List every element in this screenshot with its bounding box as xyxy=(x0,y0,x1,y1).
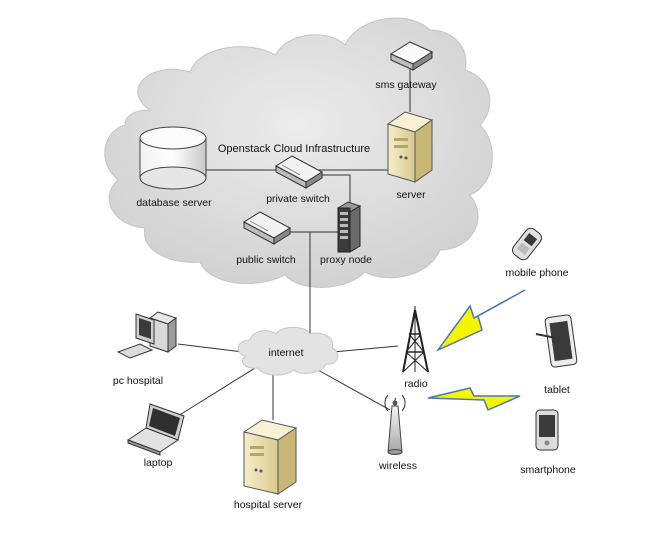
internet-cloud-icon xyxy=(237,326,339,376)
radio-label: radio xyxy=(404,378,428,390)
hospital-server-label: hospital server xyxy=(234,499,303,511)
private-switch-icon xyxy=(275,155,323,189)
internet-label: internet xyxy=(268,347,303,359)
proxy-node-icon xyxy=(336,201,362,253)
public-switch-label: public switch xyxy=(236,254,296,266)
pc-hospital-label: pc hospital xyxy=(113,375,163,387)
laptop-label: laptop xyxy=(144,457,173,469)
tablet-label: tablet xyxy=(544,384,570,396)
sms-gateway-icon xyxy=(389,41,434,71)
laptop-icon xyxy=(126,403,185,456)
wireless-antenna-icon xyxy=(384,394,406,455)
lightning-bolt-icon xyxy=(435,289,526,352)
pc-hospital-icon xyxy=(116,311,178,359)
openstack-cloud xyxy=(104,17,493,288)
private-switch-label: private switch xyxy=(266,193,330,205)
radio-tower-icon xyxy=(402,306,429,373)
mobile-phone-label: mobile phone xyxy=(505,267,568,279)
wireless-label: wireless xyxy=(378,460,417,472)
smartphone-icon xyxy=(535,409,559,451)
server-label: server xyxy=(396,189,426,201)
connection-lines xyxy=(177,68,411,420)
database-icon xyxy=(139,126,207,190)
tablet-icon xyxy=(535,314,578,368)
smartphone-label: smartphone xyxy=(520,464,576,476)
cloud-title: Openstack Cloud Infrastructure xyxy=(218,143,370,155)
mobile-phone-icon xyxy=(511,227,543,261)
hospital-server-icon xyxy=(242,419,298,495)
database-server-label: database server xyxy=(136,197,212,209)
server-icon xyxy=(386,111,434,183)
public-switch-icon xyxy=(243,211,291,245)
lightning-bolt-icon xyxy=(427,387,521,411)
proxy-node-label: proxy node xyxy=(320,254,372,266)
sms-gateway-label: sms gateway xyxy=(375,79,437,91)
